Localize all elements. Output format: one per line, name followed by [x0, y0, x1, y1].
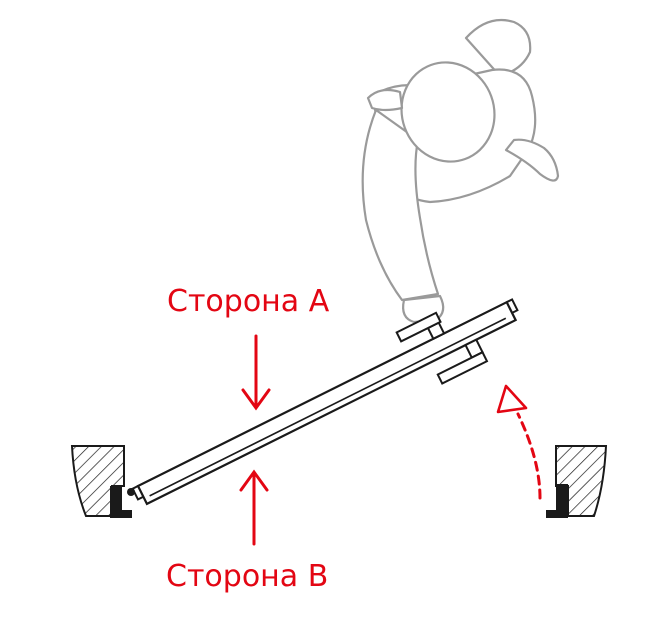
person-arm-left — [504, 138, 560, 182]
left-wall-frame — [70, 445, 135, 518]
side-b-label: Сторона В — [166, 559, 329, 594]
left-door-stop-base — [110, 510, 132, 518]
curved-dashed-arrow-head — [496, 384, 528, 414]
side-b-arrow — [239, 469, 269, 546]
person-back-shoulder — [464, 18, 532, 78]
right-wall-frame — [546, 445, 608, 518]
door-handle-icon — [395, 311, 446, 343]
side-a-arrow — [241, 334, 271, 411]
door-handle-bottom — [436, 338, 489, 385]
person-top-view-icon — [361, 18, 560, 324]
right-door-stop — [556, 484, 568, 516]
side-a-label: Сторона А — [167, 284, 330, 319]
curved-dashed-arrow-icon — [496, 384, 542, 500]
curved-dashed-arrow-path — [516, 412, 542, 500]
person-arm-right — [361, 108, 440, 302]
person-ear — [366, 88, 404, 112]
person-head — [400, 61, 496, 163]
door-leaf — [131, 298, 519, 506]
right-door-stop-base — [546, 510, 568, 518]
door-edge-step-right — [506, 298, 519, 314]
door-edge-step-left — [131, 485, 144, 501]
door-panel-inner-line — [149, 317, 507, 497]
left-door-stop — [110, 486, 122, 516]
door-panel — [136, 300, 518, 506]
